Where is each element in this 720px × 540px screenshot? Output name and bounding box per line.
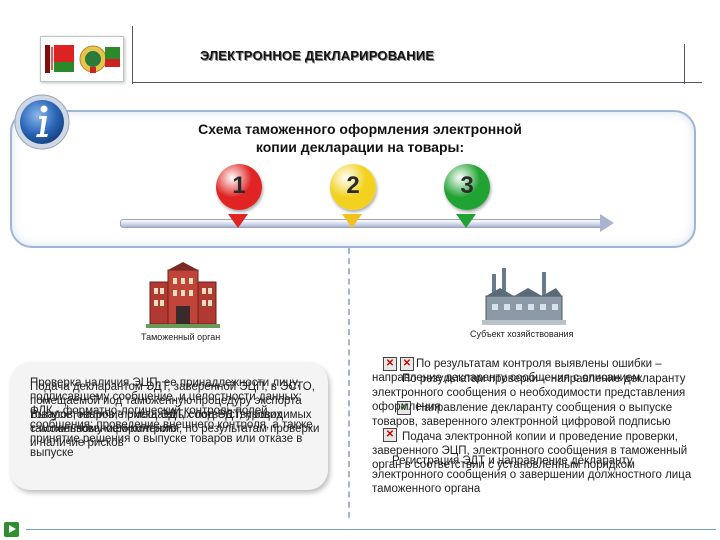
step-2-marker [342, 214, 362, 228]
customs-actions-card: Проверка наличия ЭЦП, ее принадлежности … [10, 362, 328, 490]
customs-text-c: Выпуск товаров, помещаемых под ЭДТ, пров… [30, 409, 320, 449]
entity-text-b: По результатам проверки – направление де… [372, 373, 686, 413]
timeline-arrowhead [600, 214, 614, 232]
step-3-label: 3 [460, 172, 474, 199]
check-mark-icon: ✓ [397, 401, 411, 415]
error-mark-icon: ✕ [383, 428, 397, 442]
page-title: ЭЛЕКТРОННОЕ ДЕКЛАРИРОВАНИЕ [200, 48, 435, 63]
step-2-label: 2 [346, 172, 360, 199]
error-mark-icon: ✕ [400, 357, 414, 371]
factory-icon [482, 266, 566, 331]
error-mark-icon: ✕ [383, 357, 397, 371]
header-divider-tick [684, 44, 685, 84]
customs-caption: Таможенный орган [141, 332, 221, 342]
entity-text-c: Направление декларанту сообщения о выпус… [372, 402, 673, 428]
customs-text-b: Подача декларантом ЭДТ, заверенной ЭЦП, … [30, 381, 315, 435]
info-icon [12, 92, 72, 152]
header-divider-horizontal [132, 82, 702, 83]
belarus-flag-and-emblem-icon [45, 45, 120, 73]
customs-text-a: Проверка наличия ЭЦП, ее принадлежности … [30, 377, 313, 459]
play-icon[interactable] [4, 522, 19, 537]
customs-building-icon [146, 262, 220, 333]
entity-text-e: Регистрация ЭДТ и направление декларанту… [372, 455, 692, 495]
step-2-circle: 2 [330, 164, 376, 210]
scheme-title: Схема таможенного оформления электронной… [198, 121, 522, 155]
step-1-label: 1 [232, 172, 246, 199]
business-entity-caption: Субъект хозяйствования [470, 329, 574, 339]
header-divider-vertical [132, 26, 133, 84]
entity-text-a: По результатам контроля выявлены ошибки … [372, 358, 662, 384]
footer-line [26, 529, 716, 530]
entity-text-d: Подача электронной копии и проведение пр… [372, 431, 688, 471]
slide-controls-bar [0, 520, 720, 540]
center-dashed-divider [348, 248, 350, 528]
logo-box [40, 36, 124, 82]
step-1-circle: 1 [216, 164, 262, 210]
step-1-marker [228, 214, 248, 228]
step-3-circle: 3 [444, 164, 490, 210]
step-3-marker [456, 214, 476, 228]
